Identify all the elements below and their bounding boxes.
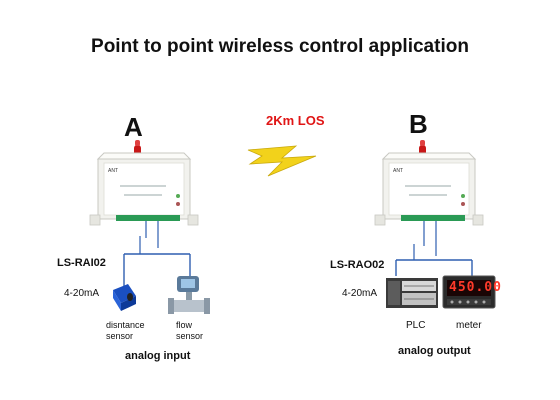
device-a: ANT: [89, 140, 199, 286]
distance-sensor-icon: [113, 284, 136, 311]
plc-icon: [386, 278, 438, 308]
node-a-signal: 4-20mA: [64, 288, 100, 299]
node-b-letter: B: [409, 109, 428, 139]
device-b-terminals: [401, 215, 465, 221]
flow-sensor-icon: [168, 276, 210, 314]
node-b-model: LS-RAO02: [330, 259, 385, 271]
distance-sensor-label: disntance sensor: [106, 320, 145, 341]
diagram-title: Point to point wireless control applicat…: [91, 36, 469, 57]
node-a-model: LS-RAI02: [57, 257, 106, 269]
lightning-bolt-icon: [247, 145, 317, 177]
device-b: ANT: [374, 140, 484, 276]
node-b-signal: 4-20mA: [342, 288, 378, 299]
meter-display-value: 450.00: [449, 280, 502, 295]
flow-sensor-label: flow sensor: [176, 320, 204, 341]
meter-label: meter: [456, 320, 482, 331]
plc-label: PLC: [406, 320, 426, 331]
node-b-caption: analog output: [398, 345, 471, 357]
meter-icon: [442, 275, 496, 309]
device-a-terminals: [116, 215, 180, 221]
node-a-caption: analog input: [125, 350, 191, 362]
device-a-ant-label: ANT: [108, 168, 118, 174]
node-a-letter: A: [124, 112, 143, 142]
device-b-ant-label: ANT: [393, 168, 403, 174]
link-range-label: 2Km LOS: [266, 113, 325, 128]
